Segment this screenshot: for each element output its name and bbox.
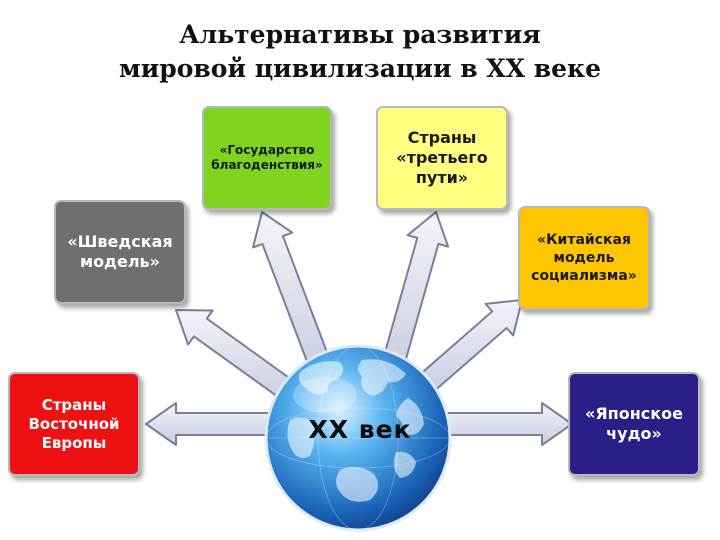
box-chinese-model: «Китайская модель социализма» <box>518 206 650 310</box>
globe-label: XX век <box>308 415 412 444</box>
box-eastern-europe: Страны Восточной Европы <box>8 372 140 476</box>
diagram-title: Альтернативы развития мировой цивилизаци… <box>0 18 720 86</box>
arrow-to-japanese-miracle <box>443 402 573 446</box>
box-third-way-label: Страны «третьего пути» <box>396 128 488 187</box>
box-eastern-europe-label: Страны Восточной Европы <box>28 395 120 452</box>
box-japanese-miracle-label: «Японское чудо» <box>585 404 683 443</box>
arrow-to-third-way <box>380 211 450 372</box>
arrows-group <box>145 211 573 446</box>
box-welfare-state-label: «Государство благоденствия» <box>211 143 323 172</box>
globe <box>264 344 452 532</box>
title-line-2: мировой цивилизации в XX веке <box>118 54 602 83</box>
box-chinese-model-label: «Китайская модель социализма» <box>531 232 637 284</box>
arrow-to-eastern-europe <box>145 402 273 446</box>
box-swedish-model: «Шведская модель» <box>54 200 186 304</box>
arrow-to-swedish-model <box>175 309 298 402</box>
arrow-to-chinese-model <box>419 299 523 392</box>
globe-grid <box>265 345 451 531</box>
arrow-to-welfare-state <box>252 211 334 375</box>
box-welfare-state: «Государство благоденствия» <box>202 106 332 210</box>
title-line-1: Альтернативы развития <box>179 20 541 49</box>
box-third-way: Страны «третьего пути» <box>376 106 508 210</box>
globe-continents <box>287 359 424 502</box>
box-swedish-model-label: «Шведская модель» <box>67 232 173 271</box>
box-japanese-miracle: «Японское чудо» <box>568 372 700 476</box>
